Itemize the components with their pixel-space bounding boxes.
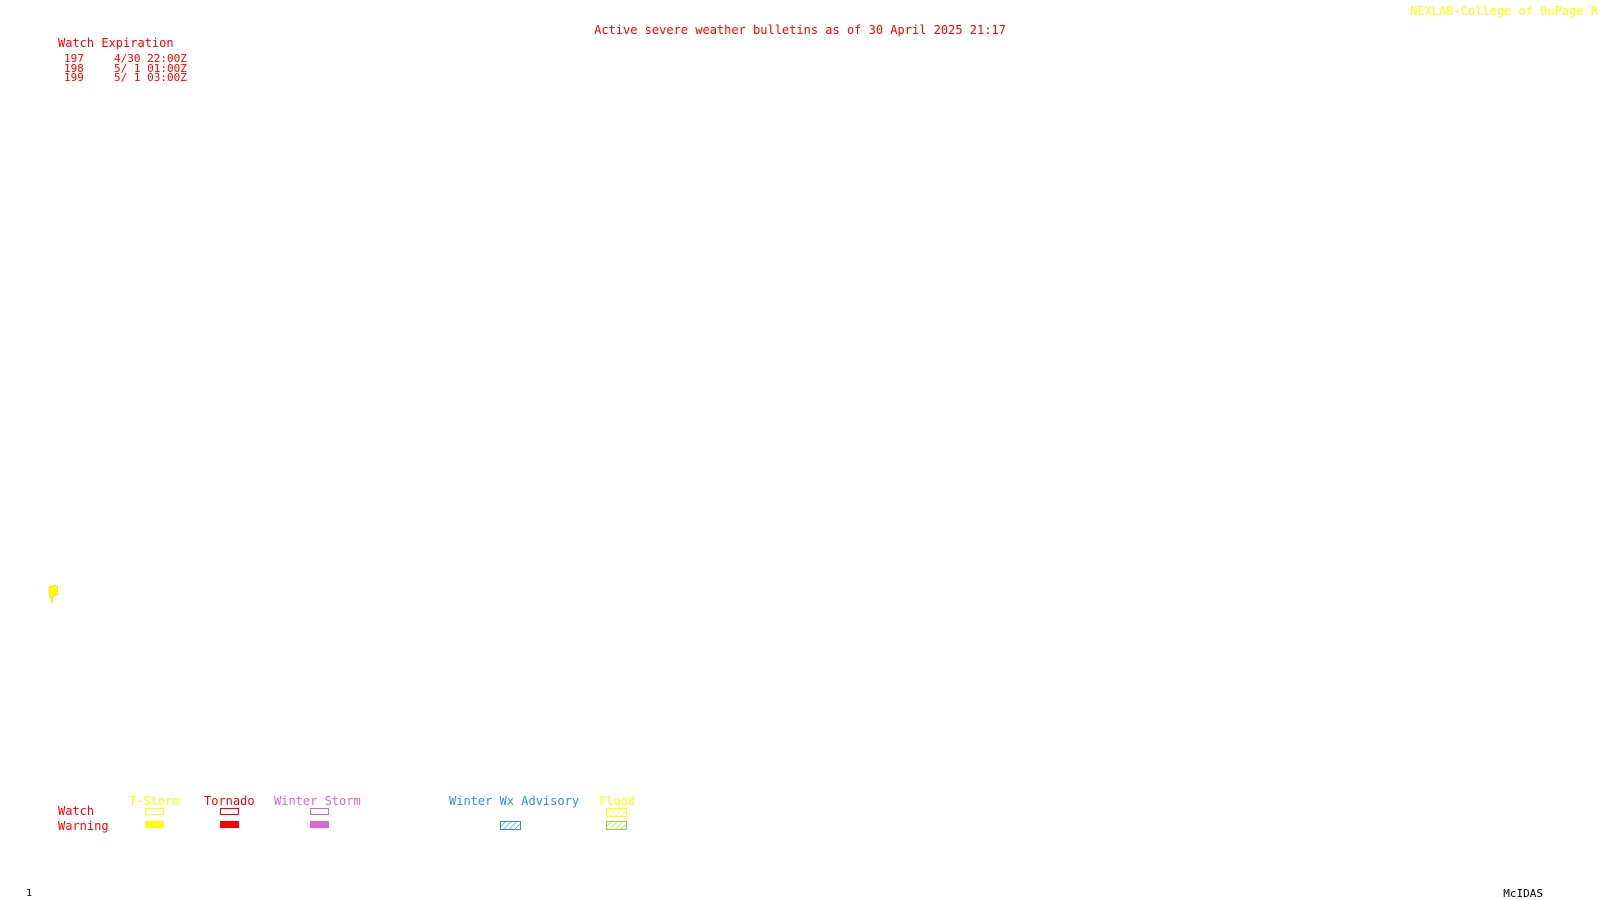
legend-label-winter-storm: Winter Storm	[274, 794, 361, 808]
watch-number: 199	[64, 71, 84, 84]
bulletin-title: Active severe weather bulletins as of 30…	[594, 23, 1006, 37]
legend-winter-wx-advisory-swatch	[500, 821, 521, 830]
legend-tornado-watch-swatch	[220, 808, 239, 815]
legend-flood-watch-swatch	[606, 808, 627, 817]
watch-expiration: 5/ 1 01:00Z	[114, 62, 187, 75]
legend-label-winter-wx-advisory: Winter Wx Advisory	[449, 794, 580, 808]
legend-tstorm-warning-swatch	[145, 821, 164, 828]
legend-tornado-warning-swatch	[220, 821, 239, 828]
legend-row-warning: Warning	[58, 819, 109, 833]
watch-row: 199 5/ 1 03:00Z	[64, 72, 187, 83]
tstorm-warning-polygon[interactable]	[44, 585, 60, 609]
credit-label: NEXLAB-College of DuPage R	[1410, 4, 1598, 18]
software-label: McIDAS	[1503, 887, 1543, 900]
legend-flood-warning-swatch	[606, 821, 627, 830]
legend-winter-storm-warning-swatch	[310, 821, 329, 828]
watch-number: 197	[64, 52, 84, 65]
legend-row-watch: Watch	[58, 804, 95, 818]
watch-expiration: 5/ 1 03:00Z	[114, 71, 187, 84]
legend-label-flood: Flood	[599, 794, 636, 808]
page-number: 1	[26, 888, 33, 899]
watch-expiration-header: Watch Expiration	[58, 36, 174, 50]
warning-polygon-shape	[48, 585, 59, 604]
watch-row: 197 4/30 22:00Z	[64, 53, 187, 64]
watch-expiration: 4/30 22:00Z	[114, 52, 187, 65]
legend-tstorm-watch-swatch	[145, 808, 164, 815]
watch-row: 198 5/ 1 01:00Z	[64, 63, 187, 74]
legend-winter-storm-watch-swatch	[310, 808, 329, 815]
legend-label-tstorm: T-Storm	[129, 794, 180, 808]
watch-number: 198	[64, 62, 84, 75]
legend-label-tornado: Tornado	[204, 794, 255, 808]
